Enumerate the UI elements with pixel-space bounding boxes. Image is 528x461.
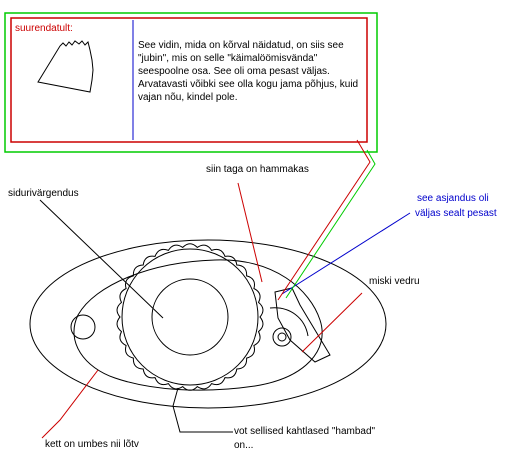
label-hammakas: siin taga on hammakas (206, 164, 309, 175)
chain-loop (73, 259, 323, 391)
inset-title: suurendatult: (15, 23, 73, 34)
outer-cover-outline (29, 239, 387, 409)
clutch-gear-teeth (116, 243, 264, 391)
label-asjandus-1: see asjandus oli (417, 193, 489, 204)
leader-asjandus (281, 212, 411, 295)
clutch-gear (116, 243, 264, 391)
leader-hambad (172, 387, 233, 433)
label-hambad-1: vot sellised kahtlased "hambad" (234, 426, 376, 437)
connector-red (277, 139, 371, 301)
label-hambad-2: on... (234, 440, 254, 451)
clutch-outer-ring (121, 248, 259, 386)
label-vedru: miski vedru (369, 276, 420, 287)
label-asjandus-2: väljas sealt pesast (415, 208, 497, 219)
inset-outer-frame (4, 12, 378, 153)
kickstart-lever (274, 287, 331, 363)
label-siduri: sidurivärgendus (8, 188, 79, 199)
small-sprocket (70, 314, 96, 340)
leader-kett (41, 369, 99, 439)
leader-hammakas (237, 182, 263, 283)
clutch-inner-ring (151, 278, 229, 356)
inset-inner-frame (10, 17, 368, 143)
inset-description: See vidin, mida on kõrval näidatud, on s… (138, 40, 359, 103)
leader-siduri (39, 199, 164, 319)
kickstart-arm (269, 307, 309, 337)
connector-green (285, 149, 376, 299)
label-kett: kett on umbes nii lõtv (45, 439, 139, 450)
leader-vedru (301, 292, 363, 353)
kickstart-spring-outer (272, 327, 292, 347)
kickstart-spring-inner (277, 332, 287, 342)
enlarged-part-drawing (37, 40, 94, 93)
